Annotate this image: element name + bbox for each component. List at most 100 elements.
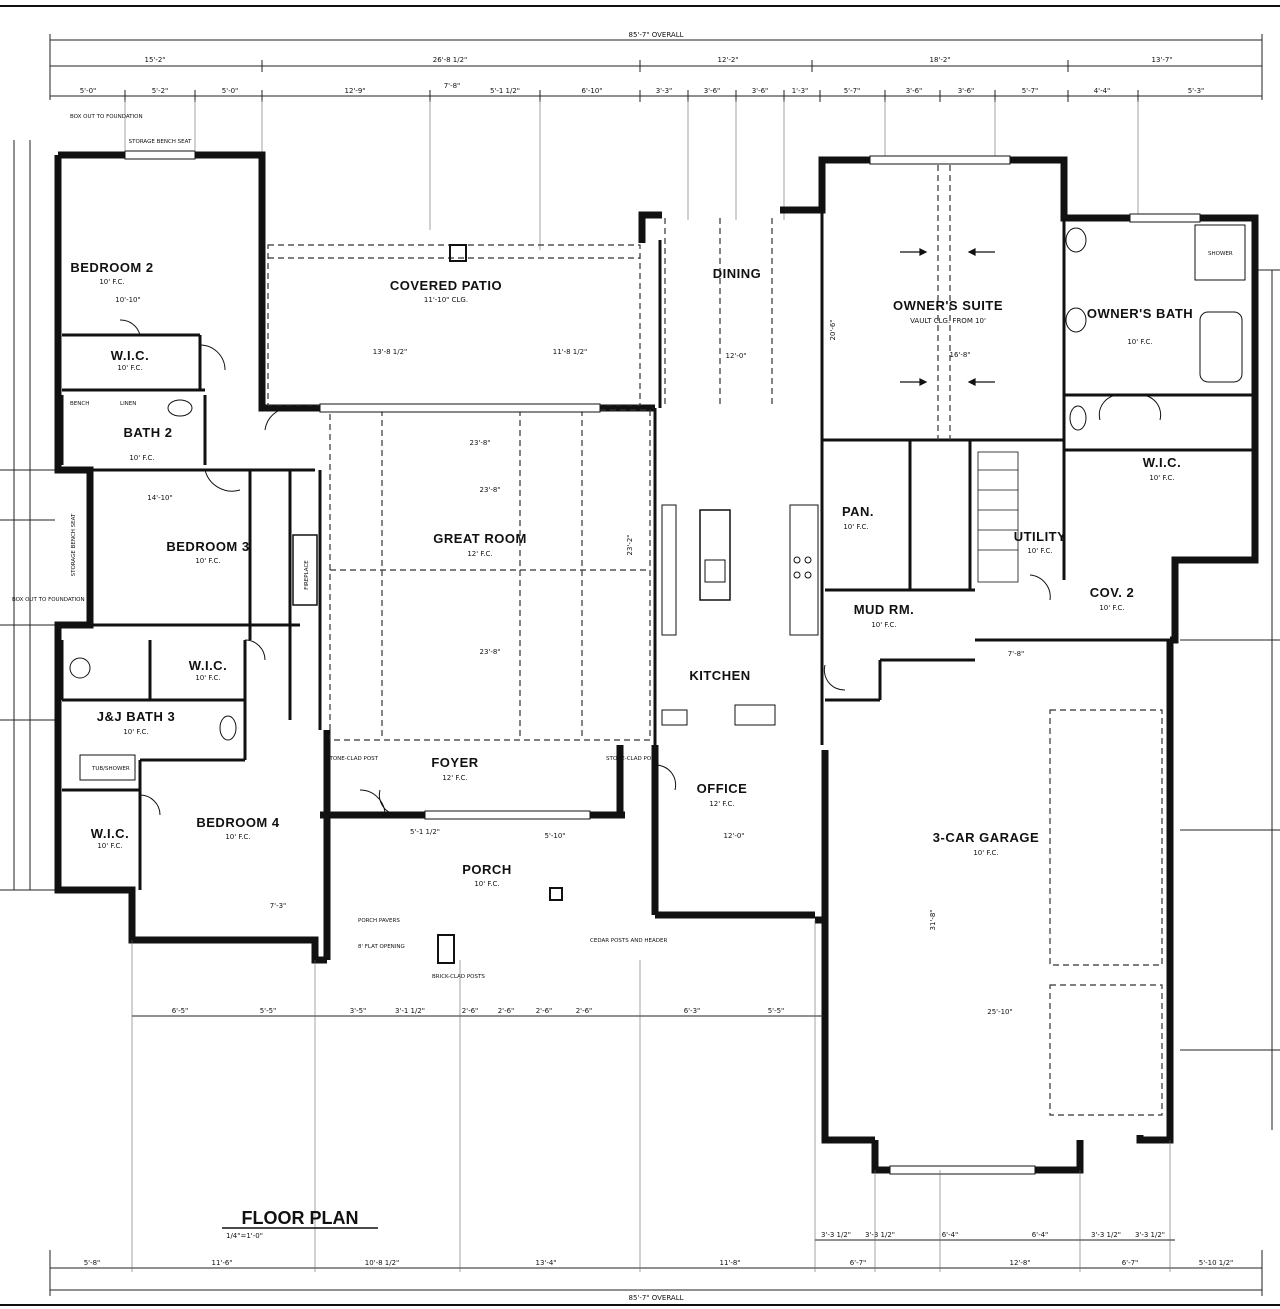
note-storage: STORAGE BENCH SEAT (71, 513, 77, 576)
room-foyer-ceiling: 12' F.C. (442, 774, 467, 782)
dim-text: 7'-8" (1008, 650, 1025, 658)
dim-text: 5'-3" (1188, 87, 1205, 95)
room-foyer: FOYER (431, 755, 478, 770)
room-wic-3: W.I.C. (189, 658, 227, 673)
dim-text: 23'-2" (626, 534, 634, 555)
room-wic-2: W.I.C. (111, 348, 149, 363)
dim-text: 26'-8 1/2" (433, 56, 468, 64)
kitchen-fixtures (661, 504, 819, 726)
dim-text: 11'-8" (719, 1259, 740, 1267)
dim-text: 5'-7" (1022, 87, 1039, 95)
fireplace-label: FIREPLACE (304, 560, 310, 590)
dim-text: 6'-7" (1122, 1259, 1139, 1267)
note-storage: STORAGE BENCH SEAT (129, 139, 192, 145)
top-dims-row1: 15'-2" 26'-8 1/2" 12'-2" 18'-2" 13'-7" (50, 56, 1262, 72)
sink-icon (167, 399, 193, 417)
dim-text: 3'-3 1/2" (1135, 1231, 1165, 1239)
room-owners-bath-ceiling: 10' F.C. (1127, 338, 1152, 346)
dim-text: 4'-4" (1094, 87, 1111, 95)
room-wic-3-ceiling: 10' F.C. (195, 674, 220, 682)
room-pantry-ceiling: 10' F.C. (843, 523, 868, 531)
room-office-ceiling: 12' F.C. (709, 800, 734, 808)
room-mud-room-ceiling: 10' F.C. (871, 621, 896, 629)
room-bedroom-4: BEDROOM 4 (196, 815, 280, 830)
dim-text: 3'-3 1/2" (865, 1231, 895, 1239)
room-dining: DINING (713, 266, 762, 281)
dim-text: 31'-8" (929, 909, 937, 930)
dim-text: 12'-0" (725, 352, 746, 360)
dim-text: 23'-8" (479, 648, 500, 656)
dim-text: 25'-10" (987, 1008, 1012, 1016)
note-box-out: BOX OUT TO FOUNDATION (70, 114, 143, 120)
room-mud-room: MUD RM. (854, 602, 915, 617)
title-block: FLOOR PLAN 1/4"=1'-0" (222, 1208, 378, 1240)
dim-text: 14'-10" (147, 494, 172, 502)
left-dims (0, 140, 55, 891)
burner-icon (804, 571, 812, 579)
dim-text: 16'-8" (949, 351, 970, 359)
door-swings (119, 319, 1162, 816)
room-bedroom-2: BEDROOM 2 (70, 260, 153, 275)
room-pantry: PAN. (842, 504, 874, 519)
dim-text: 5'-1 1/2" (410, 828, 440, 836)
cabinet-run (661, 504, 677, 636)
kitchen-sink-cabinet (734, 704, 776, 726)
dim-text: 2'-6" (536, 1007, 553, 1015)
dim-text: 1'-3" (792, 87, 809, 95)
room-owners-suite: OWNER'S SUITE (893, 298, 1003, 313)
note-linen: LINEN (120, 401, 136, 407)
dim-text: 7'-3" (270, 902, 287, 910)
burner-icon (793, 571, 801, 579)
dim-text: 3'-3" (656, 87, 673, 95)
burner-icon (793, 556, 801, 564)
room-jj-bath-3-ceiling: 10' F.C. (123, 728, 148, 736)
room-wic-2-ceiling: 10' F.C. (117, 364, 142, 372)
note-brick-post: BRICK-CLAD POSTS (432, 974, 485, 980)
overall-bottom-text: 85'-7" OVERALL (628, 1294, 683, 1302)
room-3-car-garage: 3-CAR GARAGE (933, 830, 1039, 845)
dim-text: 23'-8" (469, 439, 490, 447)
dim-text: 23'-8" (479, 486, 500, 494)
tub-icon (79, 754, 136, 781)
dim-text: 13'-4" (535, 1259, 556, 1267)
dim-text: 6'-4" (1032, 1231, 1049, 1239)
sink-icon (1065, 307, 1087, 333)
overall-dimension-top: 85'-7" OVERALL (49, 31, 1263, 100)
room-covered-patio-ceiling: 11'-10" CLG. (424, 296, 468, 304)
kitchen-island (699, 509, 731, 601)
shower-icon (1194, 224, 1246, 281)
bath-fixtures (69, 224, 1246, 781)
dim-text: 10'-10" (115, 296, 140, 304)
dim-text: 15'-2" (144, 56, 165, 64)
dim-text: 2'-6" (576, 1007, 593, 1015)
extension-lines (124, 100, 1139, 250)
burner-icon (804, 556, 812, 564)
interior-dims: 23'-8" 23'-8" 23'-8" 13'-8 1/2" 11'-8 1/… (115, 296, 1024, 1016)
dim-text: 6'-4" (942, 1231, 959, 1239)
room-owners-wic: W.I.C. (1143, 455, 1181, 470)
room-bedroom-4-ceiling: 10' F.C. (225, 833, 250, 841)
room-porch-ceiling: 10' F.C. (474, 880, 499, 888)
toilet-icon (69, 657, 91, 679)
room-covered-2: COV. 2 (1090, 585, 1134, 600)
room-covered-2-ceiling: 10' F.C. (1099, 604, 1124, 612)
interior-walls (60, 210, 1255, 890)
dim-text: 5'-10" (544, 832, 565, 840)
dim-text: 6'-3" (684, 1007, 701, 1015)
room-3-car-garage-ceiling: 10' F.C. (973, 849, 998, 857)
drawing-title: FLOOR PLAN (242, 1208, 359, 1228)
dim-text: 3'-6" (752, 87, 769, 95)
dim-text: 12'-0" (723, 832, 744, 840)
dim-text: 6'-5" (172, 1007, 189, 1015)
windows (124, 150, 1201, 1175)
top-dims-row2: 5'-0" 5'-2" 5'-0" 12'-9" 7'-8" 5'-1 1/2"… (50, 82, 1262, 102)
room-owners-suite-ceiling: VAULT CLG. FROM 10' (910, 317, 986, 325)
dim-text: 5'-7" (844, 87, 861, 95)
porch-post (437, 934, 455, 964)
room-bath-2: BATH 2 (124, 425, 173, 440)
dim-text: 3'-3 1/2" (821, 1231, 851, 1239)
dim-text: 5'-2" (152, 87, 169, 95)
room-bath-2-ceiling: 10' F.C. (129, 454, 154, 462)
dim-text: 2'-6" (462, 1007, 479, 1015)
drawing-scale: 1/4"=1'-0" (226, 1232, 263, 1240)
